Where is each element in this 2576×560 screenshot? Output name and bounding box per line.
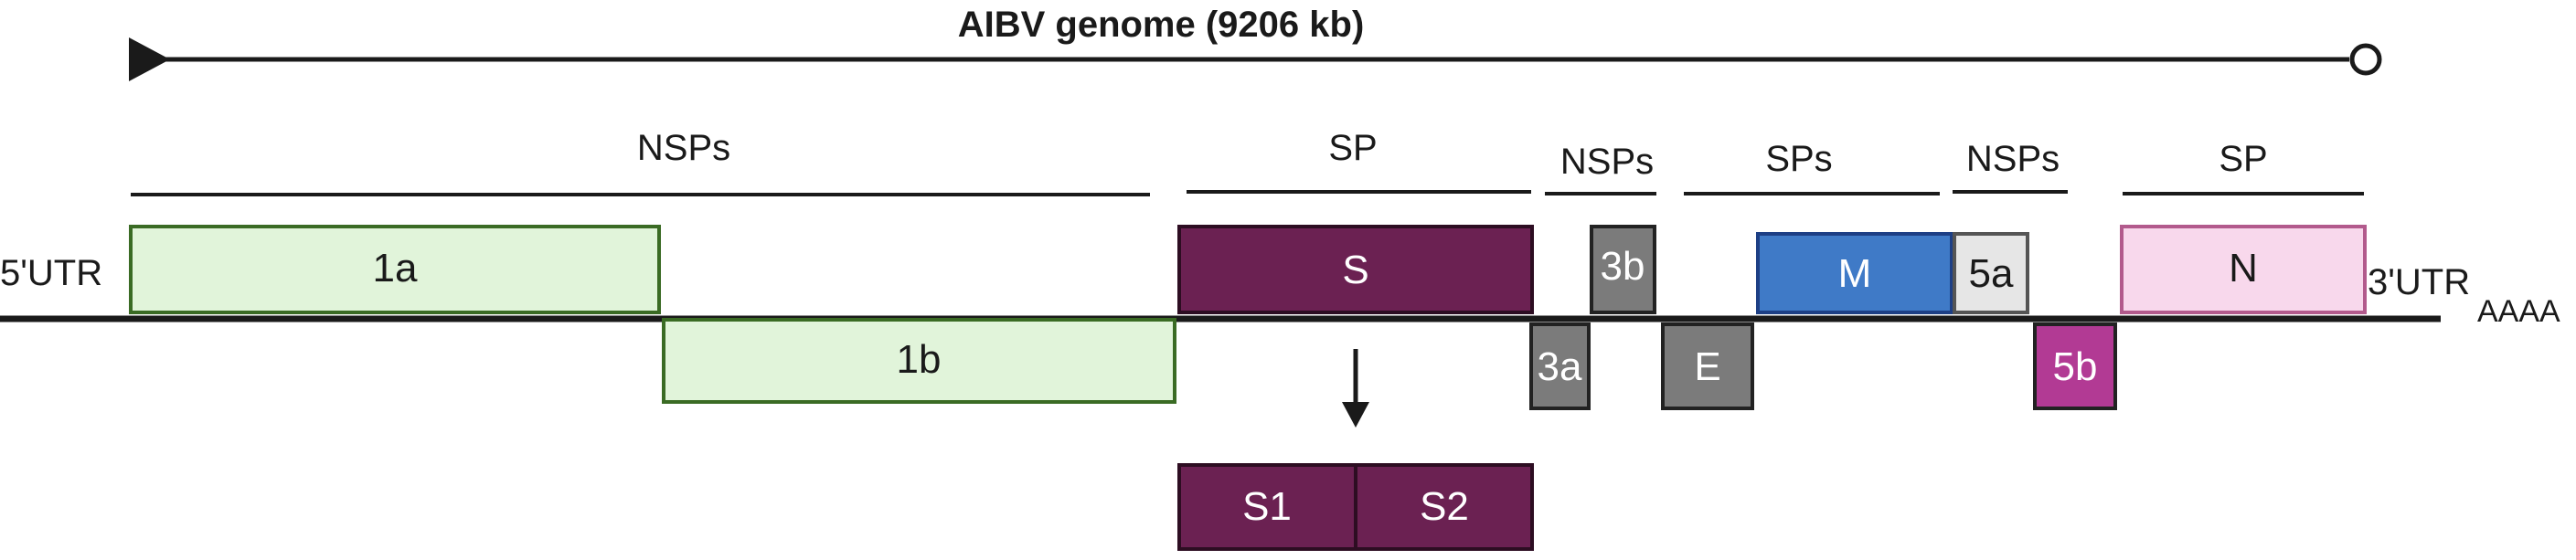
gene-box-3b: [1590, 225, 1656, 314]
diagram-title: AIBV genome (9206 kb): [958, 5, 1365, 45]
utr3-label: 3'UTR: [2368, 262, 2470, 302]
gene-box-5b: [2033, 322, 2117, 410]
genome-start-triangle-icon: [129, 37, 170, 81]
gene-label-3a: 3a: [1538, 344, 1582, 389]
group-label-sp-2: SP: [2219, 139, 2267, 179]
gene-label-5a: 5a: [1969, 251, 2014, 296]
gene-label-5b: 5b: [2053, 344, 2098, 389]
gene-label-e: E: [1694, 344, 1720, 389]
group-label-sps: SPs: [1765, 139, 1832, 179]
gene-label-1b: 1b: [897, 337, 942, 382]
polya-label: AAAA: [2477, 294, 2560, 329]
gene-label-s: S: [1342, 248, 1368, 292]
gene-box-s2: [1354, 463, 1534, 551]
group-label-nsps-1: NSPs: [637, 128, 730, 168]
gene-label-s1: S1: [1242, 484, 1292, 529]
gene-box-e: [1661, 322, 1754, 410]
gene-label-m: M: [1838, 251, 1872, 296]
genome-end-circle-icon: [2349, 43, 2382, 76]
group-label-nsps-3: NSPs: [1966, 139, 2060, 179]
gene-box-m: [1756, 232, 1953, 314]
group-label-sp-1: SP: [1328, 128, 1377, 168]
gene-label-s2: S2: [1420, 484, 1469, 529]
utr5-label: 5'UTR: [0, 253, 102, 293]
gene-box-3a: [1529, 322, 1591, 410]
gene-label-3b: 3b: [1601, 244, 1645, 289]
group-label-nsps-2: NSPs: [1560, 142, 1654, 182]
gene-label-n: N: [2229, 246, 2258, 291]
cleavage-arrow-head-icon: [1342, 402, 1369, 428]
gene-label-1a: 1a: [373, 246, 418, 291]
gene-box-n: [2120, 225, 2367, 314]
gene-box-s: [1177, 225, 1534, 314]
gene-box-5a: [1953, 232, 2029, 314]
gene-box-s1: [1177, 463, 1357, 551]
gene-box-1b: [662, 318, 1176, 404]
gene-box-1a: [129, 225, 661, 314]
